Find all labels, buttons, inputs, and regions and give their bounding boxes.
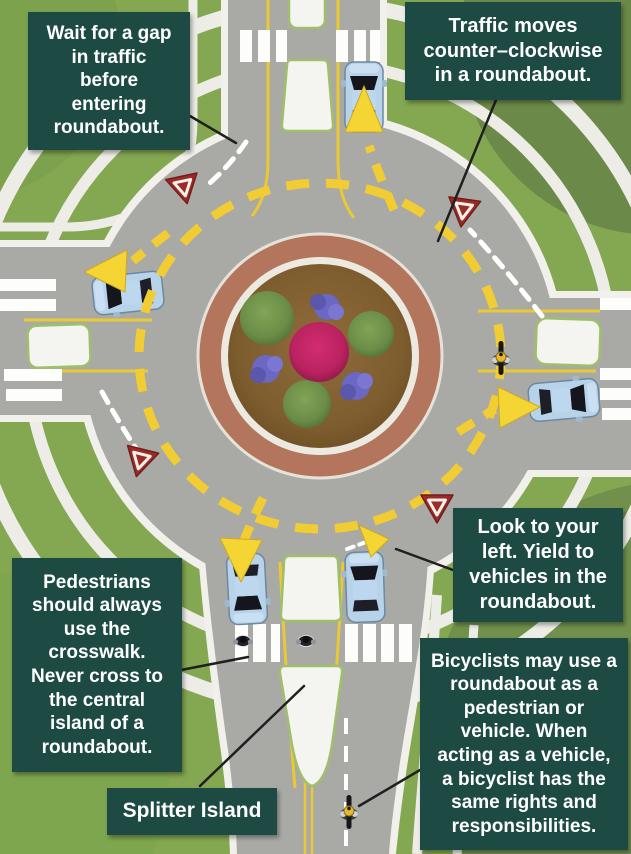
central-island xyxy=(196,232,444,480)
crosswalk-north xyxy=(240,30,380,62)
callout-splitter-island: Splitter Island xyxy=(107,788,277,835)
leader-pedestrians xyxy=(179,655,250,672)
splitter-island-north-upper xyxy=(287,0,327,30)
shrub xyxy=(348,311,394,357)
entry-guide-dashes-north xyxy=(201,139,249,191)
car-entering-south xyxy=(340,550,390,624)
south-leg-markings xyxy=(235,540,412,854)
flow-arrowhead-east xyxy=(497,386,542,429)
crosswalk-east xyxy=(600,298,631,420)
callout-counter-clockwise: Traffic moves counter–clockwise in a rou… xyxy=(405,2,621,100)
entry-arrowhead-south xyxy=(358,524,390,558)
shrub xyxy=(283,380,331,428)
crosswalk-west xyxy=(0,279,62,401)
callout-pedestrians: Pedestrians should always use the crossw… xyxy=(12,558,182,772)
splitter-island-south-upper xyxy=(279,554,343,623)
entry-guide-dashes-south xyxy=(345,540,368,551)
splitter-island-west xyxy=(26,322,92,370)
leader-counter-clockwise xyxy=(436,98,498,243)
flow-arrowhead-north xyxy=(344,84,384,133)
entry-guide-dashes-east xyxy=(467,227,545,319)
flow-arrowhead-south xyxy=(219,537,263,584)
leader-wait-gap xyxy=(188,114,238,145)
pink-flower-bush xyxy=(289,322,349,382)
leader-yield-left xyxy=(394,547,455,572)
splitter-island-east xyxy=(534,316,602,368)
callout-wait-for-gap: Wait for a gap in traffic before enterin… xyxy=(28,12,190,150)
crosswalk-south xyxy=(235,624,412,662)
flow-arrowhead-west xyxy=(82,249,128,293)
east-leg-markings xyxy=(467,227,631,420)
shrub xyxy=(240,291,294,345)
callout-bicyclists: Bicyclists may use a roundabout as a ped… xyxy=(420,638,628,850)
splitter-island-south-lower xyxy=(278,664,344,788)
leader-bicyclists xyxy=(357,768,422,808)
splitter-island-north-lower xyxy=(280,58,335,133)
leader-splitter-island xyxy=(198,684,306,788)
purple-flowers xyxy=(250,294,373,400)
callout-yield-left: Look to your left. Yield to vehicles in … xyxy=(453,508,623,622)
leader-lines xyxy=(179,98,498,808)
